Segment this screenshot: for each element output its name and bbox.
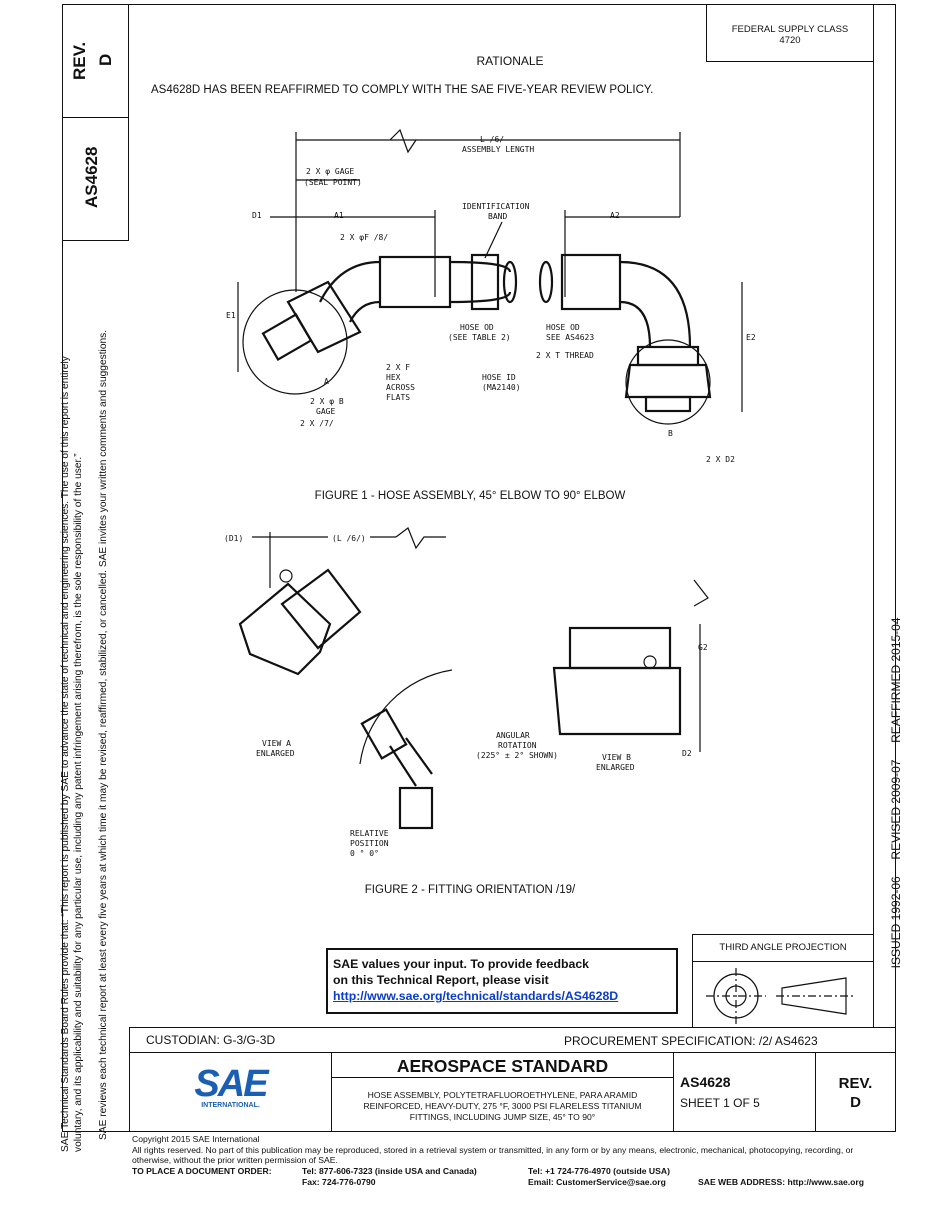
f1-hose-id2: (MA2140) bbox=[482, 383, 521, 392]
sheet-number: SHEET 1 OF 5 bbox=[680, 1096, 760, 1110]
footer: Copyright 2015 SAE International All rig… bbox=[132, 1134, 892, 1187]
rev-value: D bbox=[96, 53, 115, 66]
f1-hose-od1: HOSE OD bbox=[460, 323, 494, 332]
projection-title: THIRD ANGLE PROJECTION bbox=[719, 942, 847, 953]
f1-hex2: HEX bbox=[386, 373, 401, 382]
footer-tel-out: Tel: +1 724-776-4970 (outside USA) bbox=[528, 1165, 670, 1176]
f1-e2: E2 bbox=[746, 333, 756, 342]
f2-rel1: RELATIVE bbox=[350, 829, 389, 838]
f1-b-gage2: GAGE bbox=[316, 407, 335, 416]
footer-email: Email: CustomerService@sae.org bbox=[528, 1176, 666, 1187]
f1-a1: A1 bbox=[334, 211, 344, 220]
projection-title-row bbox=[692, 934, 874, 962]
f1-gage1: 2 X φ GAGE bbox=[306, 167, 354, 176]
f2-view-b2: ENLARGED bbox=[596, 763, 635, 772]
title-rev: REV. D bbox=[815, 1074, 896, 1112]
legal-line-2: voluntary, and its applicability and sui… bbox=[73, 453, 84, 1152]
title-rev-label: REV. bbox=[838, 1075, 873, 1092]
f1-d2: 2 X D2 bbox=[706, 455, 735, 464]
f2-g2: G2 bbox=[698, 643, 708, 652]
rationale-title: RATIONALE bbox=[476, 54, 544, 68]
f1-hose-od2: (SEE TABLE 2) bbox=[448, 333, 511, 342]
f2-rel3: 0 ° 0° bbox=[350, 849, 379, 858]
f2-d2: D2 bbox=[682, 749, 692, 758]
feedback-line-2: on this Technical Report, please visit bbox=[333, 973, 549, 987]
f1-seven: 2 X /7/ bbox=[300, 419, 334, 428]
f1-assembly-length: ASSEMBLY LENGTH bbox=[462, 145, 534, 154]
f1-ident1: IDENTIFICATION bbox=[462, 202, 530, 211]
f1-hose-od3: HOSE OD bbox=[546, 323, 580, 332]
figure1-drawing: L /6/ ASSEMBLY LENGTH 2 X φ GAGE (SEAL P… bbox=[226, 128, 756, 464]
f1-hex4: FLATS bbox=[386, 393, 410, 402]
f1-t-thread: 2 X T THREAD bbox=[536, 351, 594, 360]
footer-fax: Fax: 724-776-0790 bbox=[302, 1176, 376, 1187]
procurement: PROCUREMENT SPECIFICATION: /2/ AS4623 bbox=[564, 1034, 818, 1048]
f1-hex1: 2 X F bbox=[386, 363, 410, 372]
rev-label: REV. bbox=[70, 41, 89, 80]
footer-web[interactable]: SAE WEB ADDRESS: http://www.sae.org bbox=[698, 1176, 864, 1187]
f1-d1: D1 bbox=[252, 211, 262, 220]
f1-a2: A2 bbox=[610, 211, 620, 220]
footer-tel-us: Tel: 877-606-7323 (inside USA and Canada… bbox=[302, 1165, 477, 1176]
sae-logo-sub: INTERNATIONAL. bbox=[201, 1102, 260, 1109]
doc-number-box bbox=[62, 117, 129, 241]
date-history: ISSUED 1992-06 REVISED 2009-07 REAFFIRME… bbox=[889, 617, 903, 969]
figure2-caption: FIGURE 2 - FITTING ORIENTATION /19/ bbox=[364, 884, 576, 896]
feedback-box bbox=[326, 948, 678, 1014]
f1-gage2: (SEAL POINT) bbox=[304, 178, 362, 187]
f2-d1: (D1) bbox=[224, 534, 243, 543]
figure2-drawing: (D1) (L /6/) VIEW A ENLARGED ANGULAR ROT… bbox=[224, 527, 709, 858]
projection-symbol bbox=[706, 968, 856, 1024]
title-divider bbox=[331, 1077, 674, 1078]
sae-logo-mark: SAE bbox=[194, 1063, 268, 1105]
figure1-caption: FIGURE 1 - HOSE ASSEMBLY, 45° ELBOW TO 9… bbox=[314, 490, 626, 502]
f1-hose-id1: HOSE ID bbox=[482, 373, 516, 382]
f1-b-gage1: 2 X φ B bbox=[310, 397, 344, 406]
f2-view-b1: VIEW B bbox=[602, 753, 631, 762]
f1-b-label: B bbox=[668, 429, 673, 438]
f2-angular1: ANGULAR bbox=[496, 731, 530, 740]
f2-angular2: ROTATION bbox=[498, 741, 537, 750]
legal-line-1: SAE Technical Standards Board Rules prov… bbox=[60, 356, 71, 1152]
f1-l6: L /6/ bbox=[480, 135, 504, 144]
f1-ident2: BAND bbox=[488, 212, 507, 221]
sae-logo: SAE INTERNATIONAL. bbox=[129, 1063, 332, 1109]
rationale-text: AS4628D HAS BEEN REAFFIRMED TO COMPLY WI… bbox=[151, 84, 654, 96]
f1-e1: E1 bbox=[226, 311, 236, 320]
legal-line-3: SAE reviews each technical report at lea… bbox=[98, 329, 109, 1140]
rev-cell bbox=[815, 1052, 896, 1132]
title-description: HOSE ASSEMBLY, POLYTETRAFLUOROETHYLENE, … bbox=[363, 1090, 642, 1122]
aerospace-standard-title: AEROSPACE STANDARD bbox=[396, 1056, 609, 1076]
doc-number-vertical: AS4628 bbox=[82, 146, 101, 208]
footer-copyright: Copyright 2015 SAE International bbox=[132, 1134, 260, 1144]
fsc-box bbox=[706, 4, 874, 62]
title-doc-number: AS4628 bbox=[680, 1074, 731, 1090]
f2-view-a2: ENLARGED bbox=[256, 749, 295, 758]
feedback-link[interactable]: http://www.sae.org/technical/standards/A… bbox=[333, 989, 619, 1003]
f2-view-a1: VIEW A bbox=[262, 739, 291, 748]
title-rev-value: D bbox=[850, 1094, 861, 1111]
feedback-text: SAE values your input. To provide feedba… bbox=[333, 956, 618, 1004]
docnum-cell bbox=[673, 1052, 816, 1132]
custodian: CUSTODIAN: G-3/G-3D bbox=[146, 1033, 276, 1047]
f1-hex3: ACROSS bbox=[386, 383, 415, 392]
f2-l6: (L /6/) bbox=[332, 534, 366, 543]
footer-order-row: TO PLACE A DOCUMENT ORDER: Tel: 877-606-… bbox=[132, 1166, 892, 1187]
f1-f-dia: 2 X φF /8/ bbox=[340, 233, 388, 242]
footer-order-label: TO PLACE A DOCUMENT ORDER: bbox=[132, 1165, 272, 1176]
f1-a-label: A bbox=[324, 377, 329, 386]
fsc-label: FEDERAL SUPPLY CLASS 4720 bbox=[731, 24, 849, 46]
feedback-line-1: SAE values your input. To provide feedba… bbox=[333, 957, 590, 971]
f2-rel2: POSITION bbox=[350, 839, 389, 848]
footer-rights: All rights reserved. No part of this pub… bbox=[132, 1144, 854, 1166]
f1-hose-od4: SEE AS4623 bbox=[546, 333, 594, 342]
f2-angular3: (225° ± 2° SHOWN) bbox=[476, 751, 558, 760]
